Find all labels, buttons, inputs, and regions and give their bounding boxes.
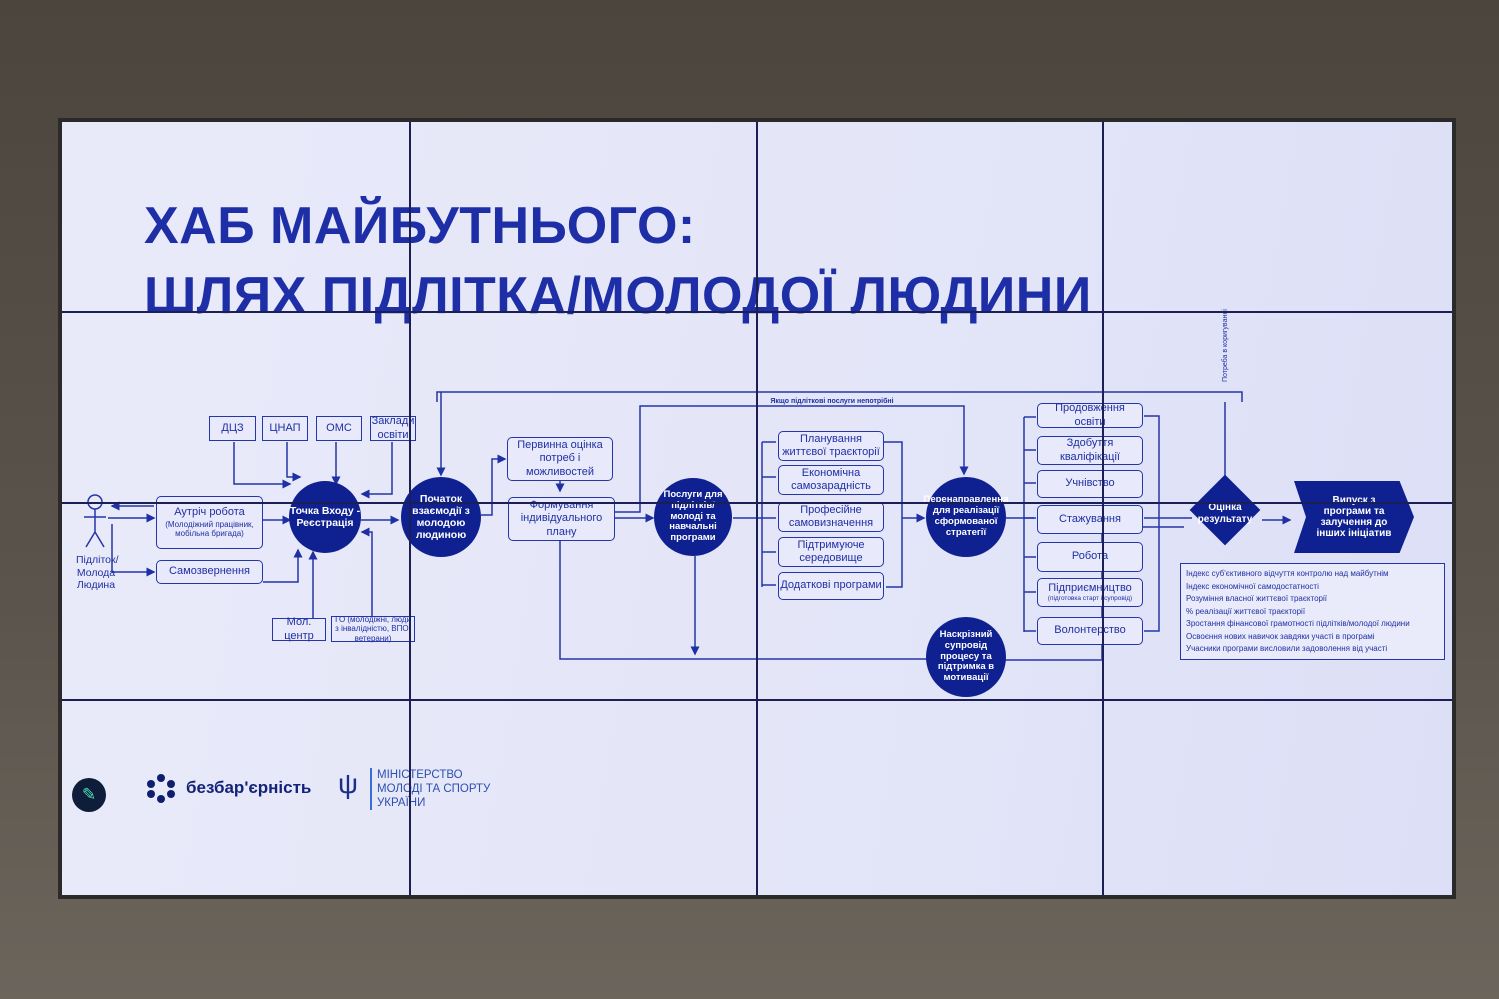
assessment-box: Первинна оцінка потреб і можливостей [507, 437, 613, 481]
redirect-node: Перенаправлення для реалізації сформован… [924, 477, 1009, 557]
metric-item: Зростання фінансової грамотності підлітк… [1186, 619, 1410, 628]
outcome-item: Учнівство [1037, 470, 1143, 498]
outcome-item: Робота [1037, 542, 1143, 572]
self-referral-box: Самозвернення [156, 560, 263, 584]
bezel-line [409, 122, 411, 895]
metric-item: % реалізації життєвої траєкторії [1186, 606, 1306, 616]
brand-dots-icon [147, 774, 175, 803]
bezel-line [62, 311, 1452, 313]
entry-point-node: Точка Входу - Реєстрація [289, 481, 361, 553]
bezel-line [1102, 122, 1104, 895]
service-item: Підтримуюче середовище [778, 537, 884, 567]
pencil-icon: ✎ [72, 778, 106, 812]
ngo-box: ГО (молодіжні, люди з інвалідністю, ВПО,… [331, 615, 415, 643]
correction-label: Потреба в коригуванні [1222, 309, 1229, 382]
metrics-box: Індекс суб'єктивного відчуття контролю н… [1180, 563, 1445, 660]
outreach-note: (Молодіжний працівник, мобільна бригада) [165, 519, 254, 539]
slide-title-line2: ШЛЯХ ПІДЛІТКА/МОЛОДОЇ ЛЮДИНИ [144, 267, 1092, 325]
actor-label: Підліток/ Молода Людина [76, 554, 119, 592]
source-oms: ОМС [316, 416, 362, 441]
outreach-label: Аутріч робота [174, 506, 245, 519]
source-cnap: ЦНАП [262, 416, 308, 441]
ministry-logo-text: МІНІСТЕРСТВО МОЛОДІ ТА СПОРТУ УКРАЇНИ [370, 768, 490, 810]
outcome-item-entrepreneurship: Підприємництво (підготовка старт і супро… [1037, 578, 1143, 607]
service-item: Економічна самозарадність [778, 465, 884, 495]
connector-lines [84, 391, 1292, 661]
metric-item: Розуміння власної життєвої траєкторії [1186, 594, 1327, 603]
ministry-line: МІНІСТЕРСТВО [377, 769, 463, 781]
outcome-item: Здобуття кваліфікації [1037, 436, 1143, 465]
service-item: Планування життєвої траєкторії [778, 431, 884, 461]
services-node: Послуги для підлітків/ молоді та навчаль… [654, 478, 732, 556]
outcome-item: Волонтерство [1037, 617, 1143, 645]
trident-icon: ψ [338, 768, 358, 799]
presentation-screen: ХАБ МАЙБУТНЬОГО: ШЛЯХ ПІДЛІТКА/МОЛОДОЇ Л… [62, 122, 1452, 895]
outcome-note: (підготовка старт і супровід) [1047, 595, 1133, 603]
evaluation-label: Оцінка результату [1197, 502, 1253, 525]
support-node: Наскрізний супровід процесу та підтримка… [926, 617, 1006, 697]
outcome-item: Продовження освіти [1037, 402, 1143, 428]
slide-title-line1: ХАБ МАЙБУТНЬОГО: [144, 197, 696, 255]
ministry-line: УКРАЇНИ [377, 797, 426, 809]
skip-label: Якщо підліткові послуги непотрібні [770, 398, 894, 405]
outreach-box: Аутріч робота (Молодіжний працівник, моб… [156, 496, 263, 549]
start-node: Початок взаємодії з молодою людиною [401, 477, 481, 557]
bezel-line [756, 122, 758, 895]
exit-node: Випуск з програми та залучення до інших … [1294, 481, 1414, 553]
source-schools: Заклади освіти [370, 415, 416, 441]
metric-item: Індекс суб'єктивного відчуття контролю н… [1186, 569, 1389, 578]
metric-item: Учасники програми висловили задоволення … [1186, 644, 1388, 653]
bezel-line [62, 502, 1452, 504]
outcome-item: Стажування [1037, 505, 1143, 534]
plan-box: Формування індивідуального плану [508, 497, 615, 541]
outcome-label: Підприємництво [1048, 582, 1132, 594]
metric-item: Індекс економічної самодостатності [1186, 581, 1319, 591]
brand-name: безбар'єрність [186, 778, 312, 797]
service-item: Додаткові програми [778, 572, 884, 600]
bezel-line [62, 699, 1452, 701]
metric-item: Освоєння нових навичок завдяки участі в … [1186, 631, 1375, 641]
service-item: Професійне самовизначення [778, 502, 884, 532]
source-dcz: ДЦЗ [209, 416, 256, 441]
youth-center-box: Мол. центр [272, 616, 326, 642]
ministry-line: МОЛОДІ ТА СПОРТУ [377, 783, 491, 795]
